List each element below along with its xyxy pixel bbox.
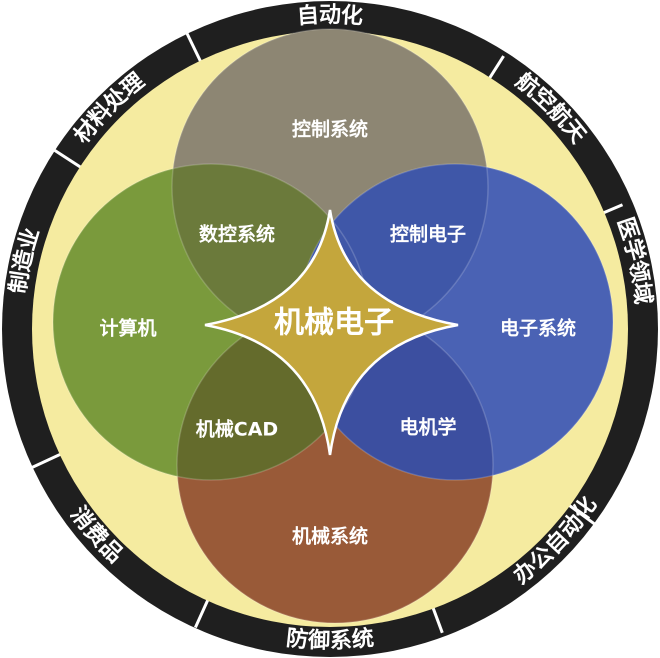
label-mechanical-cad: 机械CAD [196,418,278,441]
label-electromechanics: 电机学 [399,416,456,439]
label-mechatronics: 机械电子 [274,306,394,341]
label-computer: 计算机 [99,317,156,340]
label-electronic-systems: 电子系统 [500,317,576,340]
label-mechanical-systems: 机械系统 [292,525,368,548]
ring-label-automation: 自动化 [296,2,364,29]
label-control-electronics: 控制电子 [390,223,466,246]
label-control-systems: 控制系统 [292,118,368,141]
center-star [204,209,459,456]
label-cnc-systems: 数控系统 [199,223,275,246]
